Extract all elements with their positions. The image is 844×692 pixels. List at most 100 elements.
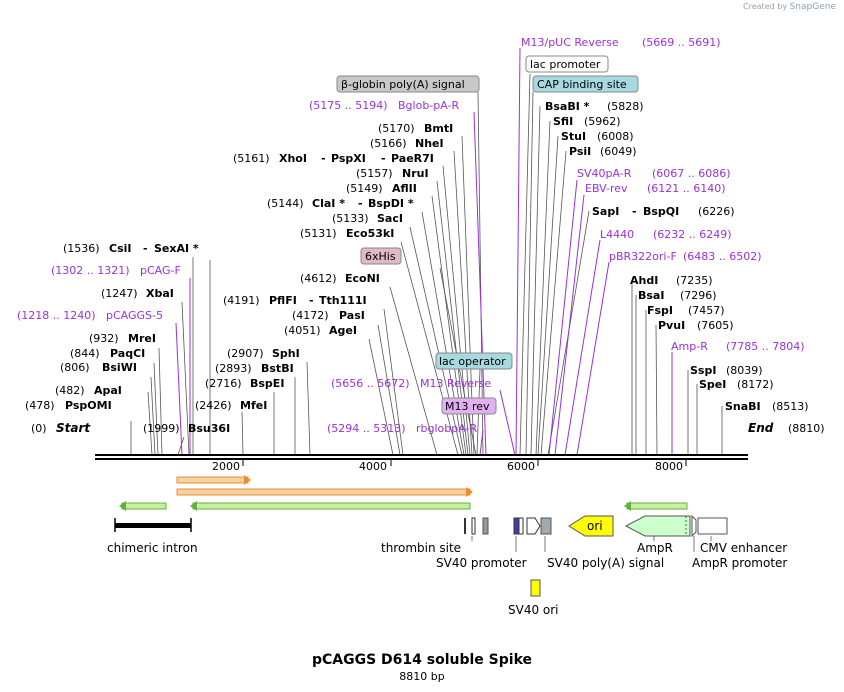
plasmid-length: 8810 bp	[399, 670, 445, 683]
primer-name: L4440	[600, 228, 634, 241]
primer-position: (6483 .. 6502)	[683, 250, 762, 263]
thrombin-site-label: thrombin site	[381, 541, 461, 555]
site-name: PasI	[339, 309, 365, 322]
site-separator: -	[143, 242, 148, 255]
primer-name: M13/pUC Reverse	[521, 36, 619, 49]
site-name: SphI	[272, 347, 300, 360]
primer-position: (6121 .. 6140)	[647, 182, 726, 195]
site-position: (4612)	[300, 272, 337, 285]
site-name: BspQI	[643, 205, 679, 218]
site-name: MfeI	[240, 399, 267, 412]
site-name: CsiI	[109, 242, 131, 255]
primer-leader-lines	[175, 47, 673, 456]
arrow-head-icon	[119, 501, 126, 511]
site-position: (4172)	[292, 309, 329, 322]
site-position: (4191)	[223, 294, 260, 307]
primer-name: EBV-rev	[585, 182, 628, 195]
site-name: SspI	[690, 364, 716, 377]
site-position: (5962)	[584, 115, 621, 128]
feature-box	[518, 517, 524, 535]
end-position: (8810)	[788, 422, 825, 435]
cap-site-label: CAP binding site	[537, 78, 627, 91]
site-position: (5157)	[356, 167, 393, 180]
primer-position: (1302 .. 1321)	[51, 264, 130, 277]
site-name: NruI	[402, 167, 429, 180]
primer-name: rbglobpA-R	[416, 422, 477, 435]
primer-name: pCAG-F	[140, 264, 181, 277]
primer-position: (6232 .. 6249)	[653, 228, 732, 241]
site-position: (5170)	[378, 122, 415, 135]
site-name: SacI	[377, 212, 403, 225]
plasmid-title: pCAGGS D614 soluble Spike	[311, 652, 533, 668]
site-position: (4051)	[284, 324, 321, 337]
arrow-head-icon	[190, 501, 197, 511]
site-name: SnaBI	[725, 400, 761, 413]
site-name: PspOMI	[65, 399, 112, 412]
lac-promoter-box	[525, 55, 609, 73]
plasmid-linear-map: 2000 4000 6000 8000 (0) Start End (8810)…	[17, 36, 825, 617]
site-position: (1247)	[101, 287, 138, 300]
feature-bars	[119, 475, 688, 511]
site-name: PspXI	[331, 152, 366, 165]
primer-position: (5669 .. 5691)	[642, 36, 721, 49]
site-name: BsiWI	[102, 361, 137, 374]
primer-name: pBR322ori-F	[609, 250, 677, 263]
site-name: EcoNI	[345, 272, 380, 285]
primer-name: Amp-R	[671, 340, 708, 353]
site-position: (5149)	[346, 182, 383, 195]
site-position: (5166)	[370, 137, 407, 150]
promoter-arrow-icon	[526, 517, 541, 535]
site-position: (482)	[55, 384, 85, 397]
primer-position: (1218 .. 1240)	[17, 309, 96, 322]
sv40-polyA-label: SV40 poly(A) signal	[547, 556, 664, 570]
cap-site-box	[532, 75, 639, 93]
thrombin-site-box	[471, 517, 476, 535]
site-position: (8172)	[737, 378, 774, 391]
lac-promoter-label: lac promoter	[530, 58, 601, 71]
site-name: SexAI *	[154, 242, 199, 255]
site-position: (7457)	[688, 304, 725, 317]
end-label: End	[748, 421, 774, 435]
site-name: PaqCI	[110, 347, 145, 360]
site-position: (1536)	[63, 242, 100, 255]
arrow-head-icon	[624, 501, 631, 511]
site-position: (1999)	[143, 422, 180, 435]
orange-feature-short	[176, 476, 249, 484]
primer-name: pCAGGS-5	[106, 309, 163, 322]
his6-box	[360, 247, 402, 265]
primer-position: (5175 .. 5194)	[309, 99, 388, 112]
site-name: XbaI	[146, 287, 174, 300]
site-position: (2426)	[195, 399, 232, 412]
feature-track: ori	[114, 514, 728, 597]
chimeric-intron-label: chimeric intron	[107, 541, 198, 555]
site-position: (806)	[60, 361, 90, 374]
site-name: AhdI	[630, 274, 658, 287]
axis-tick-marks	[242, 459, 687, 466]
site-position: (8513)	[772, 400, 809, 413]
sv40-ori-box	[530, 579, 541, 597]
site-name: NheI	[415, 137, 444, 150]
primer-name: M13 Reverse	[420, 377, 491, 390]
cmv-enhancer-box	[697, 517, 728, 535]
start-label: Start	[56, 421, 91, 435]
snapgene-logo-text: SnapGene	[789, 2, 836, 12]
his6-label: 6xHis	[365, 250, 396, 263]
site-position: (6049)	[600, 145, 637, 158]
site-name: StuI	[561, 130, 586, 143]
orange-feature-long	[176, 488, 471, 496]
primer-position: (6067 .. 6086)	[652, 167, 731, 180]
arrow-head-icon	[244, 475, 251, 485]
cmv-enhancer-label: CMV enhancer	[700, 541, 787, 555]
sv40-polyA-box	[540, 517, 552, 535]
feature-labels: chimeric intron thrombin site SV40 promo…	[107, 541, 787, 617]
feature-box	[482, 517, 489, 535]
site-position: (7605)	[697, 319, 734, 332]
site-position: (6226)	[698, 205, 735, 218]
axis-tick-label: 2000	[212, 460, 240, 473]
site-name: BspDI *	[368, 197, 414, 210]
chimeric-intron-bar	[115, 523, 191, 528]
sv40-promoter-box	[513, 517, 520, 535]
site-name: XhoI	[279, 152, 307, 165]
site-separator: -	[381, 152, 386, 165]
site-position: (2716)	[205, 377, 242, 390]
